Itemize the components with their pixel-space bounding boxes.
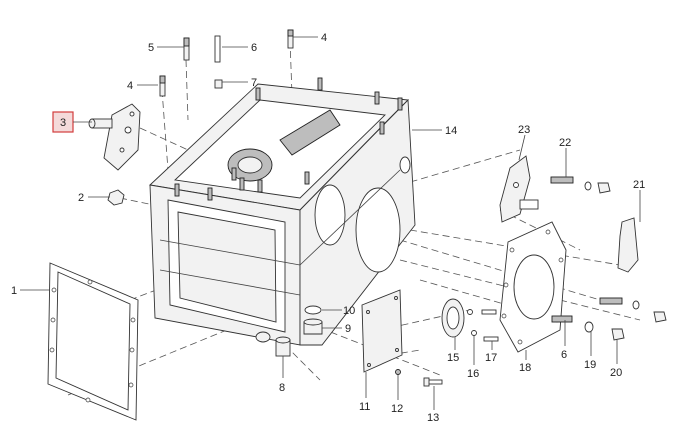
- part-1-gasket: [47, 262, 139, 421]
- part-7-dowel: [214, 79, 223, 89]
- label-part-3[interactable]: 3: [60, 117, 66, 129]
- part-12-washer: [395, 369, 401, 375]
- part-6-pin-top: [214, 35, 221, 63]
- leader-lines: [20, 36, 641, 410]
- label-part-16[interactable]: 16: [467, 368, 479, 380]
- part-14-housing: [149, 77, 416, 346]
- label-part-13[interactable]: 13: [427, 412, 439, 424]
- label-part-23[interactable]: 23: [518, 124, 530, 136]
- label-part-19[interactable]: 19: [584, 359, 596, 371]
- label-part-18[interactable]: 18: [519, 362, 531, 374]
- label-part-11[interactable]: 11: [359, 401, 370, 413]
- part-4-stud-top: [287, 29, 294, 49]
- part-13-bolt: [423, 377, 443, 387]
- label-part-15[interactable]: 15: [447, 352, 459, 364]
- label-part-8[interactable]: 8: [279, 382, 285, 394]
- part-labels: 1 2 3 4 5 6 4 7 8 9 10 11 12 13 14 15 16…: [11, 32, 645, 424]
- label-part-1[interactable]: 1: [11, 285, 17, 297]
- part-5-stud: [183, 37, 190, 61]
- part-11-cover: [361, 289, 403, 373]
- label-part-12[interactable]: 12: [391, 403, 403, 415]
- label-part-20[interactable]: 20: [610, 367, 622, 379]
- label-part-4-top[interactable]: 4: [321, 32, 327, 44]
- label-part-22[interactable]: 22: [559, 137, 571, 149]
- part-3-cover-plate: [88, 103, 141, 171]
- label-part-6-right[interactable]: 6: [561, 349, 567, 361]
- part-17-bolt: [481, 309, 499, 342]
- part-18-gasket: [499, 221, 567, 353]
- label-part-2[interactable]: 2: [78, 192, 84, 204]
- label-part-5[interactable]: 5: [148, 42, 154, 54]
- part-23-bracket: [499, 155, 539, 223]
- label-part-4-left[interactable]: 4: [127, 80, 133, 92]
- label-part-6-top[interactable]: 6: [251, 42, 257, 54]
- lower-right-fasteners: [551, 297, 667, 341]
- part-15-cover: [441, 298, 465, 338]
- housing-top-studs: [174, 77, 403, 201]
- label-part-9[interactable]: 9: [345, 323, 351, 335]
- part-2-nut: [107, 189, 125, 206]
- part-22-stud: [550, 176, 611, 194]
- part-8-plug: [275, 336, 291, 357]
- label-part-17[interactable]: 17: [485, 352, 497, 364]
- part-16-washer: [467, 309, 477, 336]
- part-21-bracket: [617, 217, 639, 273]
- part-4-stud-left: [159, 75, 166, 97]
- part-9-plug: [303, 318, 323, 335]
- label-part-7[interactable]: 7: [251, 77, 257, 89]
- label-part-21[interactable]: 21: [633, 179, 645, 191]
- label-part-14[interactable]: 14: [445, 125, 457, 137]
- label-part-10[interactable]: 10: [343, 305, 355, 317]
- part-10-washer: [304, 305, 322, 315]
